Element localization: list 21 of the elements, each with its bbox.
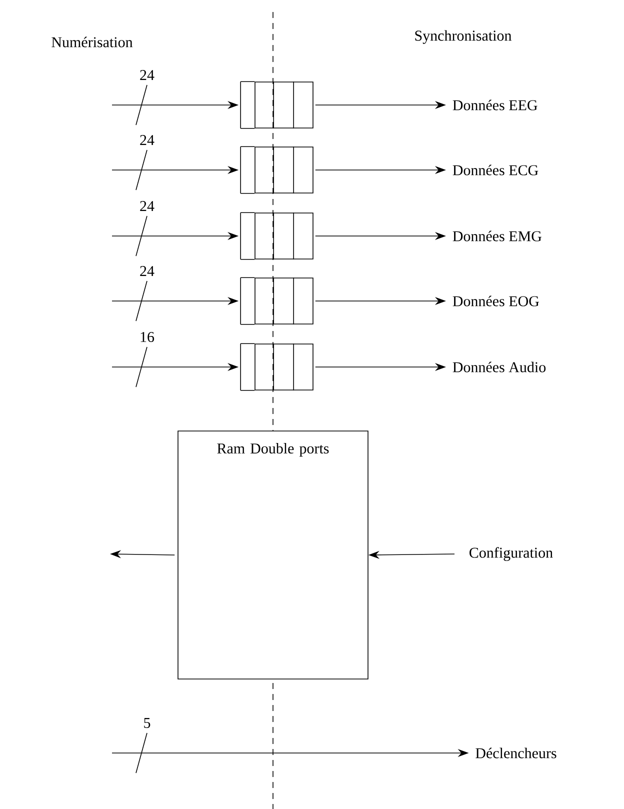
- fifo-buffer: [240, 343, 314, 391]
- memory-block: Ram Double ports: [178, 430, 368, 680]
- output-label: Données ECG: [452, 164, 538, 176]
- output-label: Données EOG: [452, 296, 539, 306]
- fifo-buffer: [240, 212, 314, 260]
- bus-width-label: 24: [139, 200, 155, 212]
- output-label: Données EEG: [452, 100, 538, 110]
- output-label: Données EMG: [452, 230, 542, 242]
- fifo-buffer: [240, 81, 314, 129]
- bus-width-label: 5: [142, 718, 152, 728]
- output-label: Données Audio: [452, 362, 546, 372]
- column-heading: Numérisation: [52, 36, 133, 48]
- bus-width-label: 16: [139, 331, 155, 343]
- column-heading: Synchronisation: [415, 30, 512, 44]
- bus-width-label: 24: [139, 70, 155, 80]
- fifo-buffer: [240, 277, 314, 325]
- bus-width-label: 24: [139, 134, 155, 146]
- signal-label: Configuration: [470, 547, 553, 561]
- signal-label: Déclencheurs: [476, 748, 556, 758]
- fifo-buffer: [240, 146, 314, 194]
- bus-width-label: 24: [139, 266, 155, 276]
